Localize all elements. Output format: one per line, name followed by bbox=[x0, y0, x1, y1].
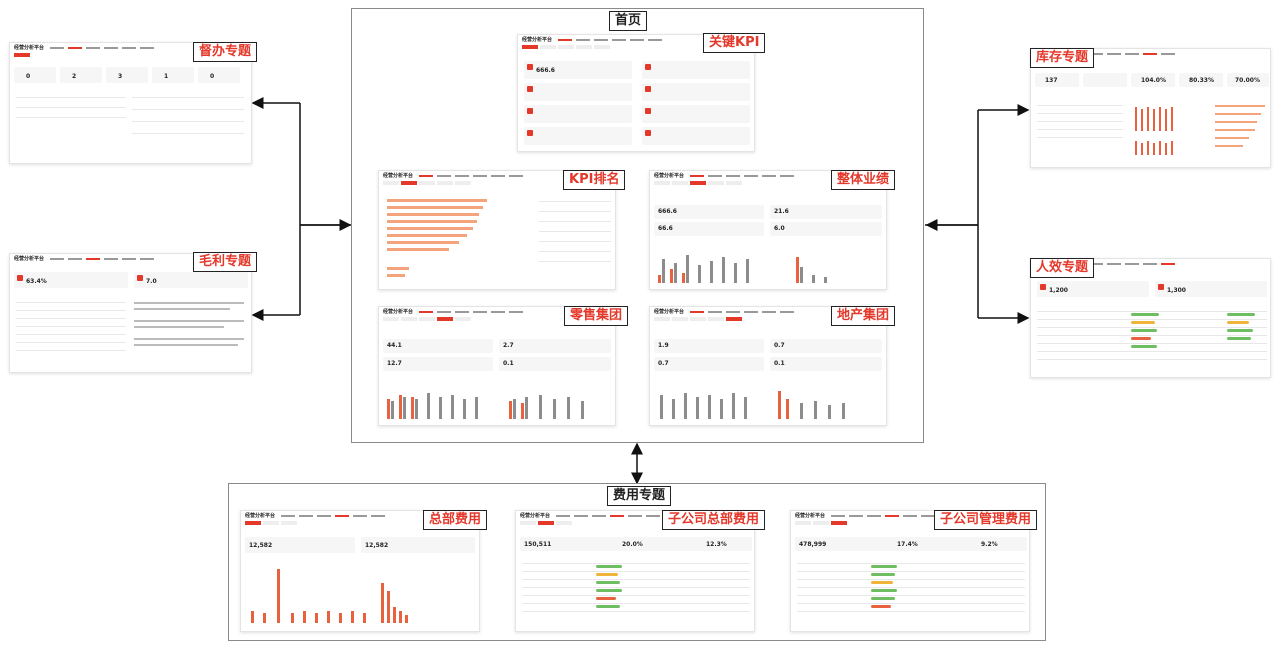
sub-hq-expense-screenshot[interactable]: 经营分析平台 150,511 20.0% 12.3% bbox=[515, 510, 755, 632]
efficiency-label: 人效专题 bbox=[1030, 258, 1095, 278]
home-label: 首页 bbox=[609, 11, 648, 31]
margin-label: 毛利专题 bbox=[193, 252, 258, 272]
overall-label: 整体业绩 bbox=[831, 170, 896, 190]
kpi-rank-label: KPI排名 bbox=[563, 170, 626, 190]
sub-hq-expense-label: 子公司总部费用 bbox=[662, 510, 766, 530]
expense-label: 费用专题 bbox=[607, 486, 672, 506]
property-screenshot[interactable]: 经营分析平台 1.9 0.7 0.7 0.1 bbox=[649, 306, 887, 426]
property-label: 地产集团 bbox=[831, 306, 896, 326]
kpi-key-screenshot[interactable]: 经营分析平台 666.6 bbox=[517, 34, 755, 152]
left-connector bbox=[251, 97, 352, 321]
right-connector bbox=[925, 104, 1030, 324]
hq-expense-screenshot[interactable]: 经营分析平台 12,582 12,582 bbox=[240, 510, 480, 632]
retail-screenshot[interactable]: 经营分析平台 44.1 12.7 2.7 0.1 bbox=[378, 306, 616, 426]
retail-label: 零售集团 bbox=[564, 306, 629, 326]
sub-mgmt-expense-screenshot[interactable]: 经营分析平台 478,999 17.4% 9.2% bbox=[790, 510, 1030, 632]
supervise-screenshot[interactable]: 经营分析平台 0 2 3 1 0 bbox=[9, 42, 252, 164]
hq-expense-label: 总部费用 bbox=[423, 510, 488, 530]
kpi-rank-screenshot[interactable]: 经营分析平台 bbox=[378, 170, 616, 290]
margin-screenshot[interactable]: 经营分析平台 63.4% 7.0 bbox=[9, 253, 252, 373]
kpi-key-label: 关键KPI bbox=[703, 33, 766, 53]
efficiency-screenshot[interactable]: 经营分析平台 1,200 1,300 bbox=[1030, 258, 1271, 378]
supervise-label: 督办专题 bbox=[193, 42, 258, 62]
sub-mgmt-expense-label: 子公司管理费用 bbox=[934, 510, 1038, 530]
inventory-label: 库存专题 bbox=[1030, 48, 1095, 68]
inventory-screenshot[interactable]: 经营分析平台 137 104.0% 80.33% 70.00% bbox=[1030, 48, 1271, 168]
overall-screenshot[interactable]: 经营分析平台 666.6 66.6 21.6 6.0 bbox=[649, 170, 887, 290]
